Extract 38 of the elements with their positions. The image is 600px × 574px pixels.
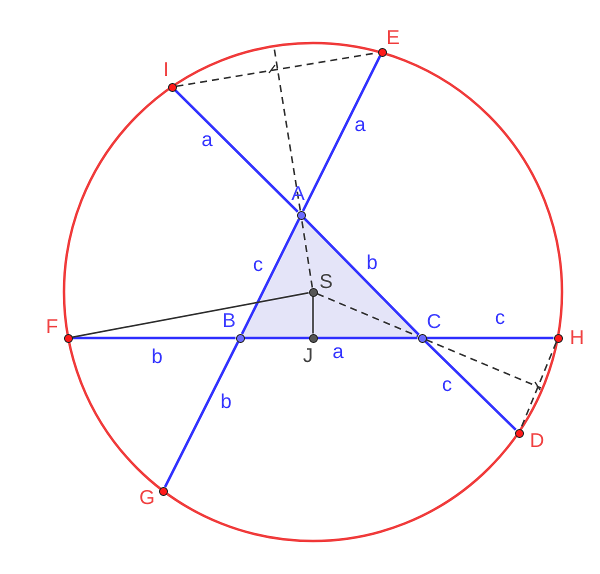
line-segment bbox=[244, 336, 418, 340]
point-marker bbox=[236, 334, 244, 342]
point-marker bbox=[554, 334, 562, 342]
point-marker bbox=[158, 486, 168, 496]
dashed-line bbox=[316, 293, 418, 337]
point-label: D bbox=[530, 431, 544, 451]
dashed-line bbox=[300, 219, 314, 288]
point-label: E bbox=[386, 28, 400, 48]
line-segment bbox=[303, 217, 420, 336]
point-marker bbox=[64, 334, 72, 342]
point-label: F bbox=[46, 317, 58, 337]
line-segment bbox=[312, 296, 314, 334]
point-marker bbox=[418, 334, 426, 342]
point-label: C bbox=[426, 312, 442, 332]
dashed-line bbox=[273, 46, 302, 211]
dashed-line bbox=[426, 339, 542, 389]
point-label: G bbox=[139, 488, 155, 508]
point-label: I bbox=[163, 60, 169, 80]
line-segment bbox=[174, 89, 299, 213]
point-label: H bbox=[570, 328, 584, 348]
line-segment bbox=[426, 336, 554, 340]
line-segment bbox=[424, 340, 517, 431]
point-marker bbox=[296, 210, 306, 220]
point-label: A bbox=[291, 184, 305, 204]
point-marker bbox=[168, 82, 176, 92]
edge-label: b bbox=[365, 254, 379, 272]
dashed-line bbox=[520, 342, 558, 430]
line-segment bbox=[72, 292, 309, 338]
line-segment bbox=[72, 336, 236, 340]
point-label: B bbox=[222, 311, 236, 331]
line-segment bbox=[302, 55, 382, 212]
edge-label: b bbox=[150, 348, 164, 366]
point-label: J bbox=[303, 346, 313, 366]
point-marker bbox=[378, 48, 386, 56]
line-segment bbox=[240, 218, 300, 335]
edge-label: b bbox=[219, 393, 233, 411]
point-label: S bbox=[319, 272, 333, 292]
line-segment bbox=[164, 341, 240, 488]
